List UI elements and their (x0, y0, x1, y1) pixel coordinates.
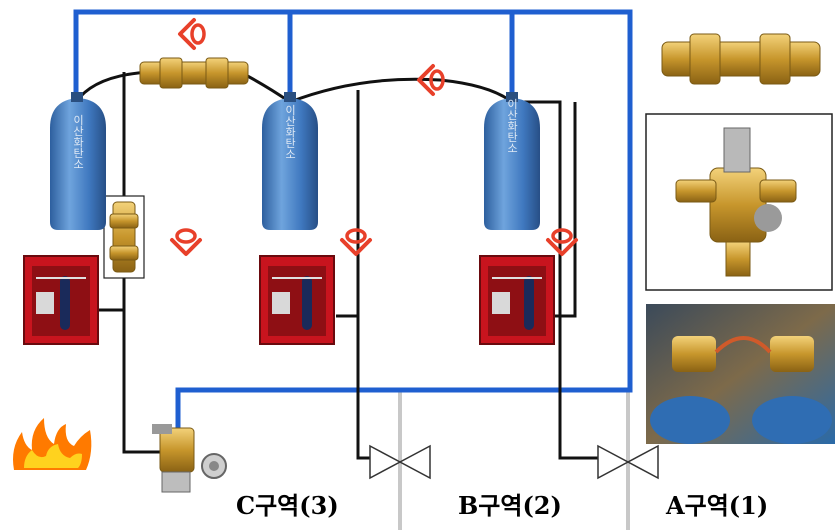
zone-dividers (398, 392, 630, 530)
blue-pipe-network (73, 9, 633, 443)
zone-label-a: A구역(1) (666, 491, 769, 520)
co2-cylinder-b: 이산화탄소 (262, 92, 318, 230)
vertical-check-valve-icon (103, 195, 145, 279)
co2-cylinder-a: 이산화탄소 (484, 92, 540, 230)
gate-valve-icon (369, 444, 431, 480)
check-valve-icon (139, 57, 249, 89)
cylinder-label: 이산화탄소 (284, 104, 297, 159)
photo-check-valve (648, 28, 832, 88)
flame-icon (13, 418, 92, 470)
gate-valve-icon (597, 444, 659, 480)
control-panel-icon (479, 255, 555, 345)
zone-label-b: B구역(2) (458, 491, 562, 520)
photo-installed-cylinders (646, 304, 835, 444)
control-panel-icon (259, 255, 335, 345)
flow-arrow-icon (178, 18, 206, 50)
co2-cylinder-c: 이산화탄소 (50, 92, 106, 230)
flow-arrow-icon (170, 228, 202, 256)
flow-arrow-icon (546, 228, 578, 256)
photo-valve-head (645, 113, 833, 291)
cylinder-label: 이산화탄소 (506, 98, 519, 153)
selector-valve-icon (152, 424, 227, 493)
zone-label-c: C구역(3) (236, 491, 339, 520)
control-panel-icon (23, 255, 99, 345)
cylinder-label: 이산화탄소 (72, 114, 85, 169)
flow-arrow-icon (340, 228, 372, 256)
